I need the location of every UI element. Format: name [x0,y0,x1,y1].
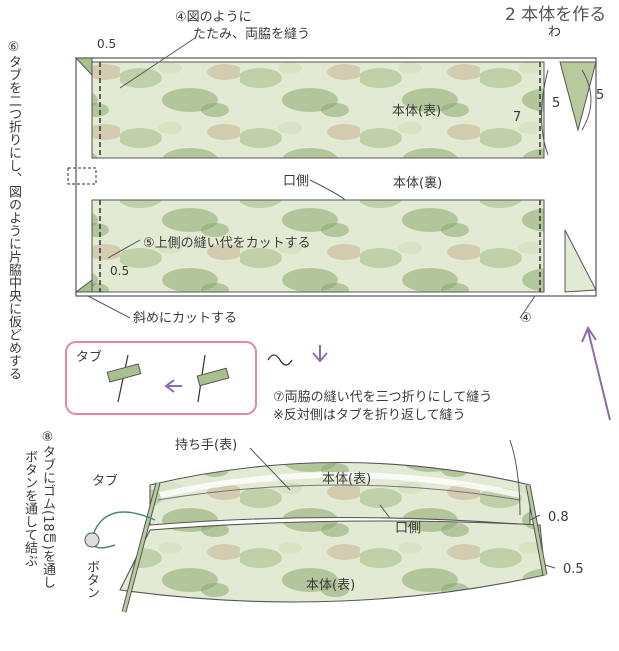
step7-label-line2: ※反対側はタブを折り返して縫う [273,408,466,423]
leader-08 [529,514,541,521]
dim-arc-5 [581,69,592,131]
leader-cut [87,295,131,319]
leader-handle [249,447,291,491]
handle-front-label: 持ち手(表) [175,438,238,453]
step4-label-line2: たたみ、両脇を縫う [193,27,311,42]
step6-label: ⑥タブを二つ折りにし、図のように片脇中央に仮どめする [6,40,21,380]
body-back-label: 本体(裏) [393,176,443,191]
leader-step5 [107,239,141,259]
step8-label: ⑧タブにゴム(18㎝)を通し [40,430,55,589]
up-arrow-icon [581,325,611,421]
dim-5a: 5 [552,96,561,111]
dim-08: 0.8 [548,510,569,525]
section-title: 2 本体を作る [505,5,607,25]
step5-label: ⑤上側の縫い代をカットする [143,236,311,251]
dim-arc-7 [541,69,549,156]
kuchigawa-mid-label: 口側 [283,174,310,189]
down-arrow-icon [312,345,328,363]
dim-7: 7 [513,110,522,125]
leader-kuchigawa [309,179,346,201]
top-fabric-panel [74,57,597,297]
tab-bottom-label: タブ [92,474,119,489]
finished-bag [119,461,548,613]
leader-step4 [119,37,196,89]
dim-05-left: 0.5 [110,264,130,278]
button-elastic [84,511,156,549]
squiggle-icon [267,354,293,366]
marker4-label: ④ [520,311,532,326]
tab-temp-box [67,167,97,185]
step8-label-cont: ボタンを通して結ぶ [22,450,37,567]
tab-inset-label: タブ [76,350,103,365]
leader-05-bottom [544,564,556,569]
wa-label: わ [548,25,562,40]
step4-label-line1: ④図のように [175,10,252,25]
bottom-fabric-panel [74,199,597,293]
cut-diag-label: 斜めにカットする [133,311,238,326]
leader-step7 [509,439,521,516]
body-front-top-label: 本体(表) [392,104,442,119]
step7-label-line1: ⑦両脇の縫い代を三つ折りにして縫う [273,390,493,405]
body-front-bottom-label: 本体(表) [306,578,356,593]
dim-05-bottom: 0.5 [563,562,584,577]
leader-marker4 [519,295,536,319]
dim-5b: 5 [596,88,605,103]
body-front-mid-label: 本体(表) [322,472,372,487]
button-label: ボタン [84,560,99,599]
tab-fold-inset [65,341,257,415]
leader-kuchigawa-bottom [379,504,391,519]
dim-05-top: 0.5 [97,37,117,51]
kuchigawa-bottom-label: 口側 [395,521,422,536]
